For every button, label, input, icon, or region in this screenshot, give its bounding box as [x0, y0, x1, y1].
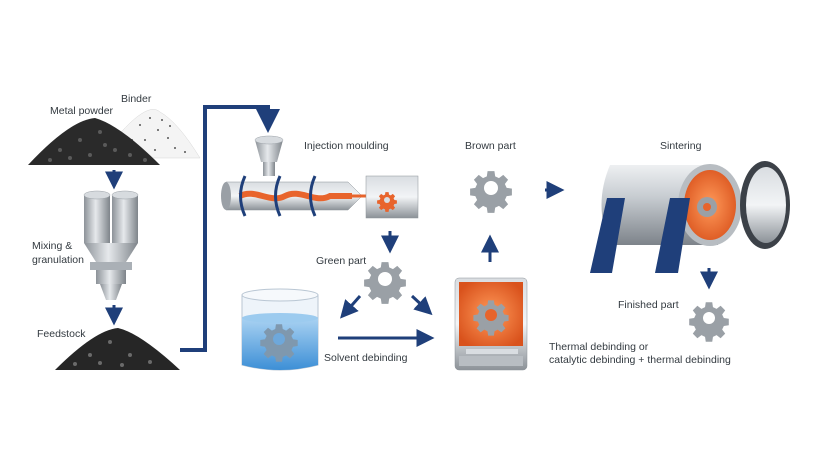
feedstock-pile [55, 328, 180, 370]
label-sintering: Sintering [660, 140, 702, 152]
mixer-granulator [83, 190, 139, 300]
label-thermal-2: catalytic debinding + thermal debinding [549, 354, 731, 366]
sintering-furnace [590, 161, 790, 273]
brown-part-hole [484, 181, 498, 195]
label-finished-part: Finished part [618, 299, 679, 311]
debinding-furnace [454, 277, 528, 371]
arrow-to-solvent [340, 295, 362, 319]
label-green-part: Green part [316, 255, 367, 267]
arrow-to-thermal [410, 294, 433, 316]
label-metal-powder: Metal powder [50, 105, 114, 117]
label-injection-moulding: Injection moulding [304, 140, 389, 152]
metal-powder-pile [28, 118, 160, 165]
label-mixing-2: granulation [32, 254, 84, 266]
label-mixing-1: Mixing & [32, 240, 73, 252]
solvent-bath [241, 288, 319, 371]
label-thermal-1: Thermal debinding or [549, 341, 649, 353]
label-feedstock: Feedstock [37, 328, 86, 340]
label-solvent-debinding: Solvent debinding [324, 352, 408, 364]
green-part-hole [378, 272, 392, 286]
finished-part-hole [703, 312, 715, 324]
arrow-feedstock-to-injection [180, 105, 280, 352]
label-binder: Binder [121, 93, 152, 105]
label-brown-part: Brown part [465, 140, 516, 152]
injection-machine [221, 135, 419, 219]
